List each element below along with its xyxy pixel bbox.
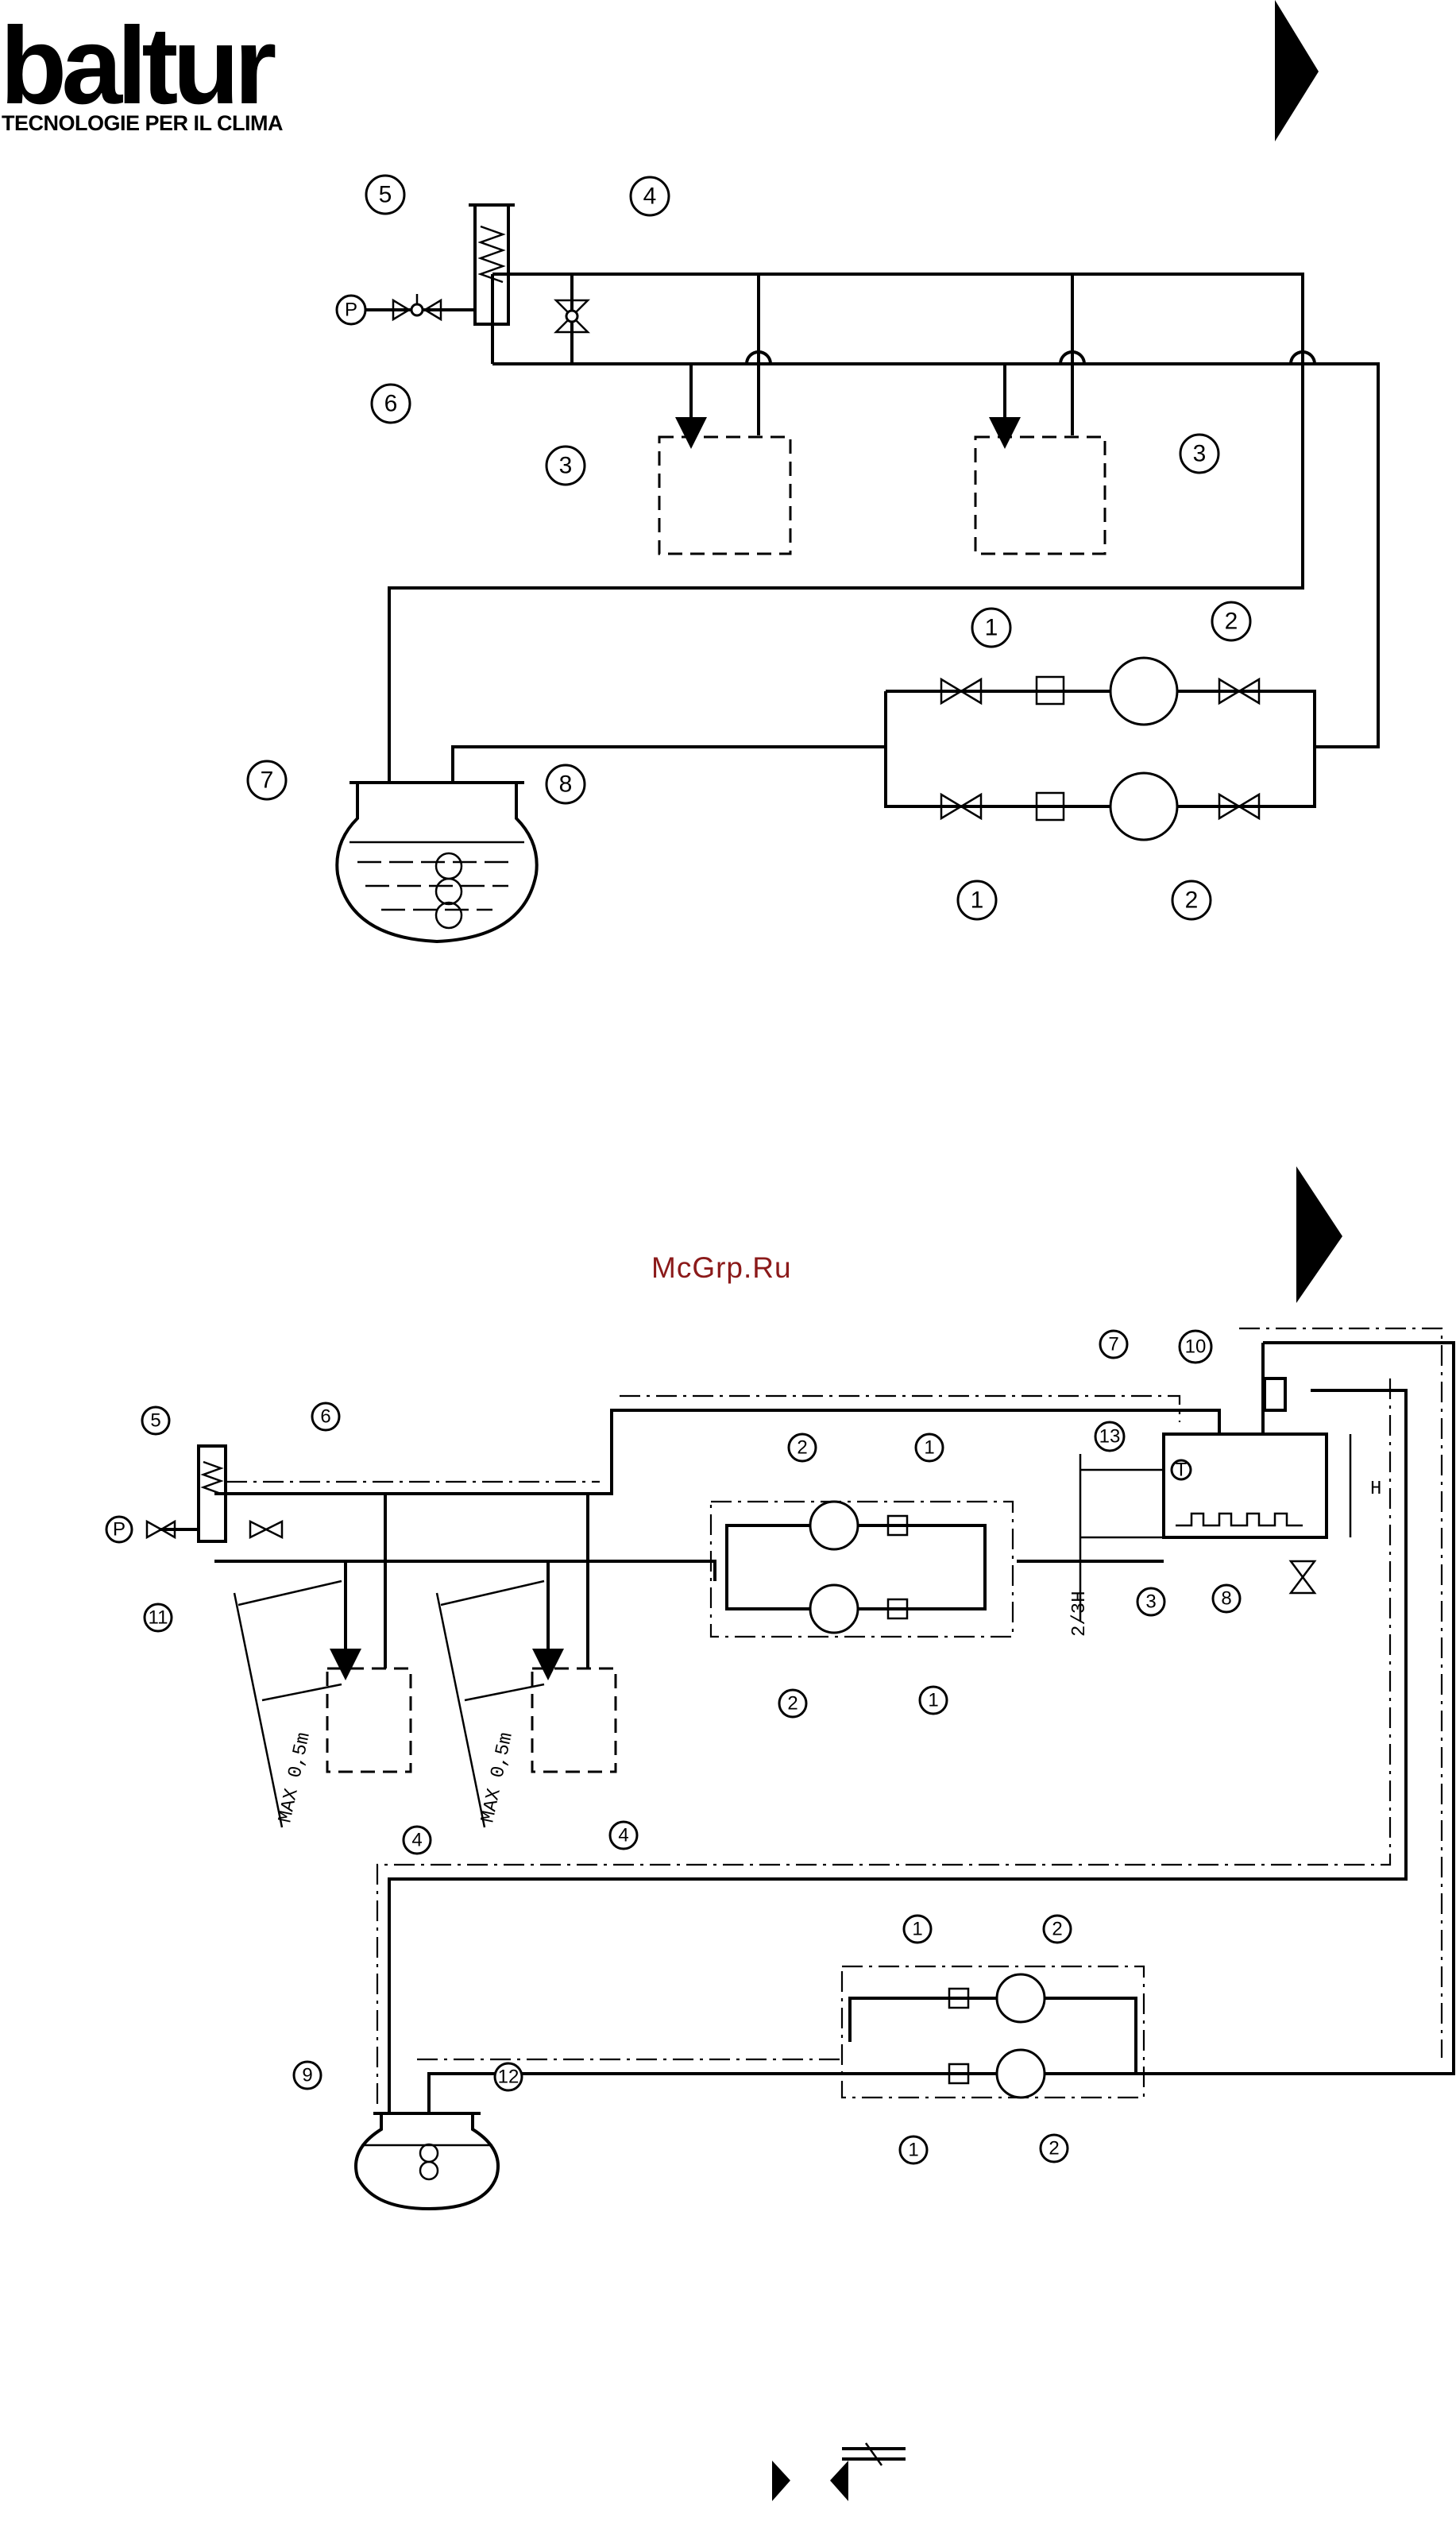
svg-text:7: 7 [261,767,274,794]
svg-text:1: 1 [985,615,998,641]
svg-text:T: T [1176,1460,1188,1481]
svg-text:1: 1 [912,1919,922,1940]
svg-text:13: 13 [1099,1426,1121,1448]
svg-text:7: 7 [1108,1334,1118,1355]
svg-text:2/3H: 2/3H [1069,1591,1091,1637]
svg-text:H: H [1370,1479,1381,1500]
svg-text:11: 11 [149,1607,168,1629]
svg-text:3: 3 [559,453,573,479]
svg-text:2: 2 [1185,887,1199,914]
bottom-diagram: MAX 0,5m MAX 0,5m P H [106,1328,1454,2465]
svg-text:3: 3 [1145,1591,1156,1613]
svg-text:2: 2 [1225,609,1238,635]
svg-text:10: 10 [1185,1336,1207,1358]
svg-text:1: 1 [928,1690,938,1711]
svg-text:5: 5 [379,182,392,208]
svg-text:12: 12 [498,2067,519,2088]
svg-text:P: P [345,300,357,321]
svg-text:MAX 0,5m: MAX 0,5m [275,1730,315,1824]
svg-text:9: 9 [302,2065,312,2086]
svg-text:2: 2 [787,1693,798,1715]
svg-text:2: 2 [1049,2138,1059,2159]
nav-prev-icon[interactable] [830,2461,848,2501]
svg-text:1: 1 [971,887,984,914]
svg-text:1: 1 [924,1437,934,1459]
page-marker-mid-icon [1296,1166,1342,1303]
svg-text:4: 4 [411,1830,422,1851]
nav-next-icon[interactable] [772,2461,790,2501]
top-diagram: P [337,205,1378,941]
svg-text:8: 8 [559,771,573,798]
svg-text:P: P [113,1519,126,1541]
svg-text:4: 4 [643,184,657,210]
page-marker-top-icon [1275,0,1319,141]
svg-text:MAX 0,5m: MAX 0,5m [477,1730,517,1824]
svg-text:3: 3 [1193,441,1207,467]
svg-text:6: 6 [384,391,398,417]
svg-text:1: 1 [908,2140,918,2161]
svg-text:8: 8 [1221,1588,1231,1610]
svg-text:2: 2 [797,1437,807,1459]
svg-text:2: 2 [1052,1919,1062,1940]
svg-text:4: 4 [618,1825,628,1846]
svg-text:5: 5 [150,1410,160,1432]
svg-text:6: 6 [320,1406,330,1428]
